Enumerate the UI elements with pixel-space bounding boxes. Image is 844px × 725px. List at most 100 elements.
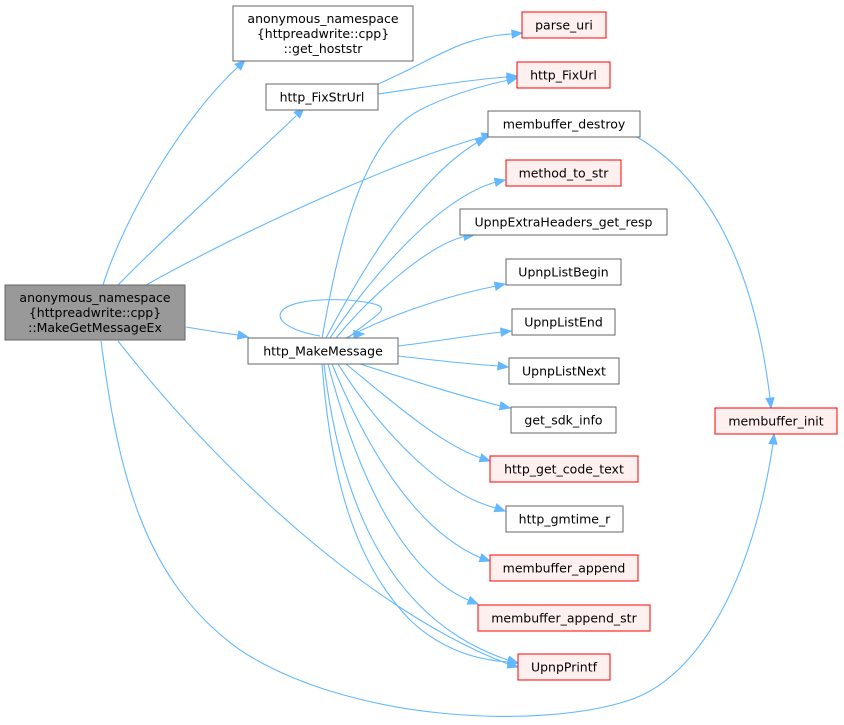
call-nodes: anonymous_namespace{httpreadwrite::cpp}:… [4, 5, 838, 681]
arrowhead-http_MakeMessage-to-membuffer_append_str [466, 595, 480, 605]
node-UpnpListNext[interactable]: UpnpListNext [508, 357, 620, 385]
node-box [517, 653, 611, 681]
node-label: http_MakeMessage [263, 344, 383, 359]
node-box [232, 5, 414, 62]
call-edge-http_MakeMessage-to-membuffer_append_str [327, 363, 469, 601]
node-label: {httpreadwrite::cpp} [29, 305, 161, 320]
node-label: UpnpExtraHeaders_get_resp [475, 215, 653, 230]
node-label: UpnpListEnd [524, 315, 603, 330]
node-label: http_FixStrUrl [280, 90, 365, 105]
node-label: anonymous_namespace [19, 290, 170, 305]
node-box [505, 505, 624, 533]
call-edge-root-to-membuffer_destroy [145, 136, 483, 286]
arrowhead-http_MakeMessage-to-http_get_code_text [478, 453, 492, 463]
arrowhead-membuffer_destroy-to-membuffer_init [765, 397, 775, 410]
arrowhead-http_MakeMessage-to-UpnpListEnd [500, 327, 513, 337]
call-edges [100, 29, 778, 717]
node-label: http_FixUrl [530, 68, 597, 83]
arrowhead-http_MakeMessage-to-http_FixUrl [505, 75, 519, 86]
node-http-MakeMessage[interactable]: http_MakeMessage [247, 337, 399, 365]
arrowhead-http_MakeMessage-to-get_sdk_info [498, 401, 512, 411]
node-http-get-code-text[interactable]: http_get_code_text [489, 455, 639, 483]
call-edge-http_MakeMessage-to-UpnpExtraHeaders_get_resp [335, 235, 467, 339]
node-UpnpExtraHeaders-get-resp[interactable]: UpnpExtraHeaders_get_resp [459, 208, 668, 236]
call-edge-http_MakeMessage-to-UpnpListBegin [345, 285, 497, 339]
node-label: membuffer_append_str [491, 611, 637, 626]
call-edge-root-to-http_MakeMessage [185, 326, 239, 336]
call-edge-root-to-http_FixStrUrl [117, 115, 297, 286]
arrowhead-http_MakeMessage-to-UpnpPrintf [507, 657, 520, 667]
node-label: membuffer_init [728, 414, 823, 429]
node-box [265, 83, 379, 111]
node-box [505, 258, 622, 286]
node-box [247, 337, 399, 365]
call-edge-http_MakeMessage-to-UpnpPrintf [323, 363, 509, 661]
node-label: method_to_str [519, 166, 610, 181]
node-membuffer-append[interactable]: membuffer_append [489, 554, 639, 582]
arrowhead-http_MakeMessage-to-http_MakeMessage [353, 329, 366, 340]
call-edge-root-to-UpnpPrintf [117, 340, 509, 665]
node-label: membuffer_append [503, 561, 626, 576]
node-label: http_gmtime_r [519, 512, 612, 527]
node-label: http_get_code_text [504, 462, 624, 477]
node-http-FixUrl[interactable]: http_FixUrl [516, 61, 611, 89]
node-get-hoststr[interactable]: anonymous_namespace{httpreadwrite::cpp}:… [232, 5, 414, 62]
arrowhead-root-to-http_MakeMessage [236, 330, 250, 340]
arrowhead-http_MakeMessage-to-membuffer_destroy [474, 137, 488, 147]
call-edge-http_MakeMessage-to-UpnpListEnd [397, 331, 503, 347]
call-edge-http_MakeMessage-to-membuffer_destroy [325, 141, 479, 339]
node-box [714, 407, 838, 435]
call-edge-http_MakeMessage-to-UpnpListNext [397, 355, 500, 367]
arrowhead-http_MakeMessage-to-membuffer_append [478, 553, 492, 563]
call-edge-http_MakeMessage-to-get_sdk_info [359, 363, 502, 407]
node-label: parse_uri [535, 18, 593, 33]
node-UpnpListBegin[interactable]: UpnpListBegin [505, 258, 622, 286]
arrowhead-root-to-get_hoststr [234, 59, 246, 71]
node-label: membuffer_destroy [503, 117, 626, 132]
arrowhead-root-to-membuffer_init [768, 432, 778, 445]
node-box [4, 284, 186, 341]
node-label: anonymous_namespace [247, 11, 398, 26]
node-http-FixStrUrl[interactable]: http_FixStrUrl [265, 83, 379, 111]
call-edge-http_MakeMessage-to-method_to_str [329, 181, 497, 339]
call-edge-http_FixStrUrl-to-http_FixUrl [377, 76, 508, 95]
call-edge-root-to-membuffer_init [100, 340, 774, 717]
node-label: {httpreadwrite::cpp} [257, 26, 389, 41]
node-box [508, 357, 620, 385]
node-get-sdk-info[interactable]: get_sdk_info [510, 406, 617, 434]
node-label: ::get_hoststr [284, 41, 364, 56]
arrowhead-http_MakeMessage-to-UpnpListNext [497, 361, 510, 371]
node-label: get_sdk_info [524, 413, 602, 428]
node-root: anonymous_namespace{httpreadwrite::cpp}:… [4, 284, 186, 341]
node-box [489, 455, 639, 483]
call-edge-http_MakeMessage-to-http_MakeMessage [279, 299, 383, 339]
node-box [487, 110, 641, 138]
call-edge-http_MakeMessage-to-http_FixUrl [321, 79, 510, 339]
node-method-to-str[interactable]: method_to_str [505, 159, 622, 187]
node-box [459, 208, 668, 236]
node-label: UpnpPrintf [531, 660, 598, 675]
call-edge-http_MakeMessage-to-UpnpPrintf [321, 363, 509, 663]
node-label: ::MakeGetMessageEx [28, 320, 162, 335]
node-membuffer-destroy[interactable]: membuffer_destroy [487, 110, 641, 138]
call-edge-http_MakeMessage-to-http_gmtime_r [337, 363, 497, 509]
node-box [477, 604, 651, 632]
node-box [505, 159, 622, 187]
node-box [510, 406, 617, 434]
node-box [489, 554, 639, 582]
node-UpnpListEnd[interactable]: UpnpListEnd [511, 308, 616, 336]
node-membuffer-append-str[interactable]: membuffer_append_str [477, 604, 651, 632]
arrowhead-http_FixStrUrl-to-parse_uri [511, 29, 524, 39]
node-http-gmtime-r[interactable]: http_gmtime_r [505, 505, 624, 533]
call-edge-http_FixStrUrl-to-parse_uri [377, 33, 513, 85]
arrowhead-http_MakeMessage-to-http_gmtime_r [493, 503, 507, 513]
call-edge-http_MakeMessage-to-http_get_code_text [345, 363, 482, 459]
node-UpnpPrintf[interactable]: UpnpPrintf [517, 653, 611, 681]
node-membuffer-init[interactable]: membuffer_init [714, 407, 838, 435]
node-parse-uri[interactable]: parse_uri [521, 11, 607, 39]
call-edge-http_MakeMessage-to-membuffer_append [331, 363, 482, 559]
node-box [516, 61, 611, 89]
arrowhead-http_MakeMessage-to-method_to_str [493, 177, 507, 187]
call-edge-membuffer_destroy-to-membuffer_init [636, 136, 771, 399]
